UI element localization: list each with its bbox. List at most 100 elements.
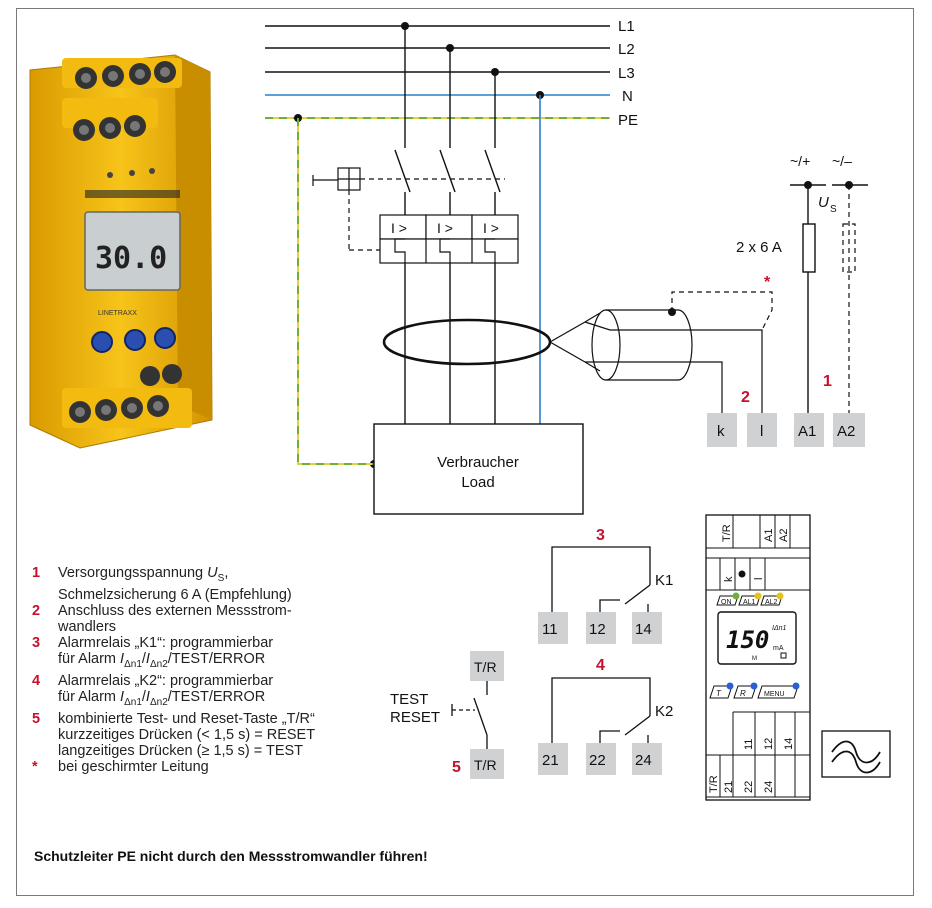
label-k1: K1 [655, 572, 673, 589]
photo-top-terminals [62, 58, 182, 141]
legend-star-text: bei geschirmter Leitung [58, 758, 209, 775]
legend-3-tail: /TEST/ERROR [167, 650, 266, 667]
callout-4: 4 [596, 657, 605, 674]
ct-cable [549, 309, 763, 415]
led-on-label: ON [721, 599, 732, 606]
photo-leds [85, 168, 180, 198]
legend-item-star: * bei geschirmter Leitung [32, 759, 392, 775]
terminal-k: k [717, 423, 725, 440]
label-reset: RESET [390, 709, 440, 726]
front-leds: ON AL1 AL2 [716, 592, 784, 606]
led-al2-label: AL2 [765, 599, 778, 606]
terminals-top: k l A1 A2 [707, 413, 865, 447]
shield-star: * [764, 274, 771, 291]
supply-plus-dot [804, 181, 812, 189]
diagram-frame [16, 8, 914, 896]
front-term-tr-bottom: T/R [708, 775, 720, 793]
load-conductors [404, 263, 496, 424]
phase-conductors [394, 26, 501, 215]
footer-warning: Schutzleiter PE nicht durch den Messstro… [34, 848, 428, 864]
legend-4-sub2: Δn2 [149, 696, 168, 708]
legend-4-slash: / [141, 688, 146, 705]
legend-3-slash: / [141, 650, 146, 667]
legend-item-2: 2 Anschluss des externen Messstrom- wand… [32, 603, 392, 635]
label-ac-minus: ~/– [832, 153, 852, 169]
load-box [373, 423, 584, 515]
front-buttons: T R MENU [709, 682, 800, 699]
legend-num-5: 5 [32, 710, 41, 727]
legend-item-3: 3 Alarmrelais „K1“: programmierbar für A… [32, 635, 392, 673]
legend-3-sub1: Δn1 [124, 658, 142, 670]
label-n: N [622, 88, 633, 105]
label-pe: PE [618, 112, 638, 129]
legend-4-sub1: Δn1 [124, 696, 142, 708]
legend-num-2: 2 [32, 602, 41, 619]
legend-4-tail: /TEST/ERROR [167, 688, 266, 705]
front-term-21: 21 [723, 781, 735, 793]
lcd-m: M [752, 656, 757, 662]
shield-wire [671, 291, 773, 331]
btn-menu-label: MENU [764, 691, 785, 698]
legend-4-line2a: für Alarm [58, 688, 121, 705]
terminal-14: 14 [635, 621, 652, 638]
legend-3-text: Alarmrelais „K1“: programmierbar [58, 634, 274, 651]
breaker-label-3: I > [483, 220, 499, 236]
callout-2: 2 [741, 389, 750, 406]
legend-1-text: Versorgungsspannung [58, 565, 208, 581]
photo-brand: LINETRAXX [98, 310, 137, 317]
legend: 1 Versorgungsspannung US, Schmelzsicheru… [32, 565, 392, 775]
legend-5-line2: kurzzeitiges Drücken (< 1,5 s) = RESET [58, 726, 316, 743]
front-term-12: 12 [763, 738, 775, 750]
front-term-l: l [753, 578, 765, 580]
device-photo: 30.0 LINETRAXX [29, 54, 213, 449]
legend-item-5: 5 kombinierte Test- und Reset-Taste „T/R… [32, 711, 392, 759]
terminal-21: 21 [542, 752, 559, 769]
legend-1-us-sub: S [217, 572, 225, 584]
label-us: U [818, 194, 829, 211]
led-on [732, 592, 740, 600]
front-term-24: 24 [763, 781, 775, 793]
load-label-de: Verbraucher [437, 454, 519, 471]
label-fuse: 2 x 6 A [736, 239, 782, 256]
terminal-a1: A1 [798, 423, 816, 440]
relay-k2 [551, 677, 651, 743]
test-reset-switch: T/R T/R [451, 651, 504, 779]
photo-buttons [91, 327, 176, 353]
terminal-12: 12 [589, 621, 606, 638]
breaker: I > I > I > [379, 214, 519, 264]
legend-4-text: Alarmrelais „K2“: programmierbar [58, 672, 274, 689]
legend-3-i2: I [145, 650, 150, 667]
load-label-en: Load [461, 474, 494, 491]
legend-3-i1: I [120, 650, 125, 667]
relay-k1 [551, 546, 651, 612]
front-term-11: 11 [743, 739, 755, 750]
legend-3-line2a: für Alarm [58, 650, 121, 667]
legend-num-1: 1 [32, 565, 41, 581]
label-l2: L2 [618, 41, 635, 58]
terminal-tr-bottom: T/R [474, 757, 497, 773]
breaker-label-2: I > [437, 220, 453, 236]
terminals-k2: 21 22 24 [538, 743, 662, 775]
pe-to-load-yellow [297, 118, 374, 465]
legend-item-1: 1 Versorgungsspannung US, Schmelzsicheru… [32, 565, 392, 603]
lcd-label: IΔn1 [772, 625, 787, 632]
led-al1-label: AL1 [743, 599, 756, 606]
legend-num-star: * [32, 758, 38, 775]
btn-t-label: T [716, 689, 722, 698]
legend-4-i1: I [120, 688, 125, 705]
front-term-a1: A1 [763, 529, 775, 542]
led-al1 [754, 592, 762, 600]
current-transformer [382, 318, 552, 366]
front-term-14: 14 [783, 738, 795, 750]
front-term-a2: A2 [778, 529, 790, 542]
legend-1-us: U [207, 565, 218, 581]
label-us-sub: S [830, 204, 837, 215]
breaker-label-1: I > [391, 220, 407, 236]
label-l3: L3 [618, 65, 635, 82]
legend-item-4: 4 Alarmrelais „K2“: programmierbar für A… [32, 673, 392, 711]
front-term-k: k [723, 576, 735, 582]
mains-lines [265, 25, 610, 73]
terminals-k1: 11 12 14 [538, 612, 662, 644]
